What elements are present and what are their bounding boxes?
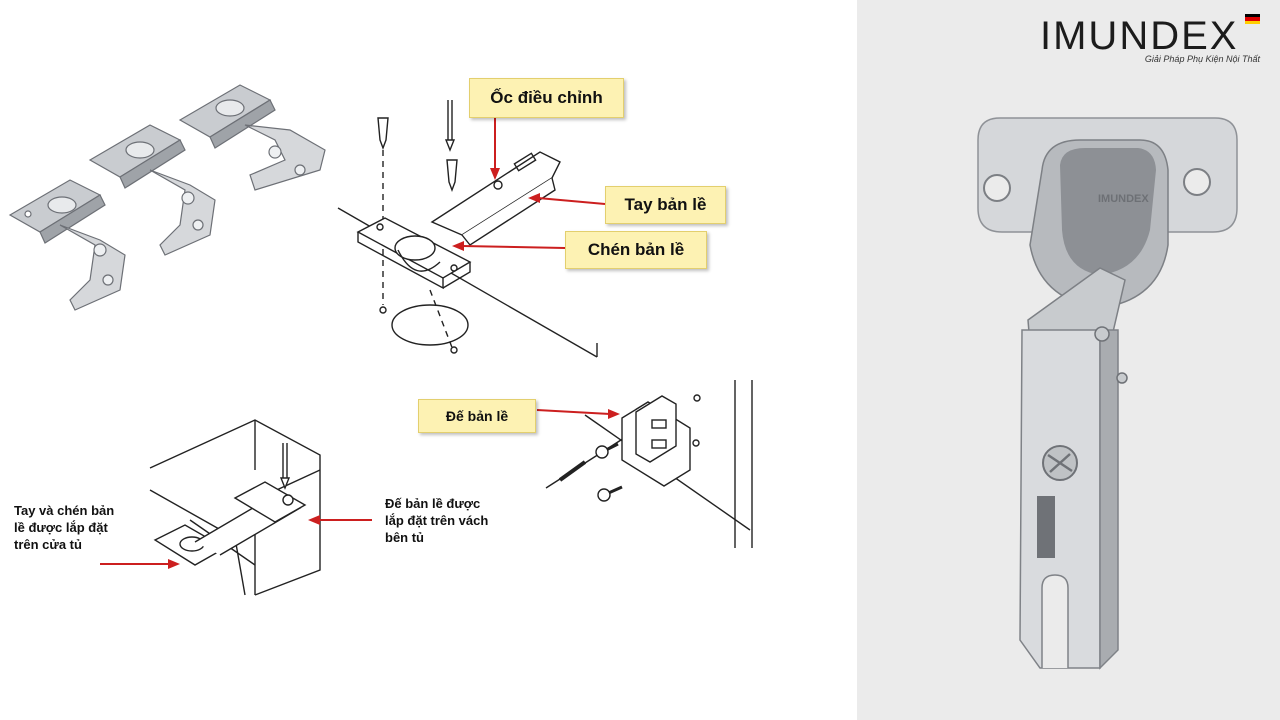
- label-hinge-base: Đế bản lề: [418, 399, 536, 433]
- label-base-installed: Đế bản lề được lắp đặt trên vách bên tủ: [385, 495, 488, 546]
- pointer-arrows: [100, 115, 620, 569]
- label-arm-cup-line-3: trên cửa tủ: [14, 537, 82, 552]
- label-arm-cup-installed: Tay và chén bản lề được lắp đặt trên cửa…: [14, 502, 114, 553]
- brand-logo: IMUNDEX Giải Pháp Phụ Kiện Nội Thất: [1040, 14, 1266, 66]
- label-hinge-cup: Chén bản lề: [565, 231, 707, 269]
- label-base-line-2: lắp đặt trên vách: [385, 513, 489, 528]
- hinge-stamp: IMUNDEX: [1098, 193, 1149, 205]
- diagram-panel: [0, 0, 857, 720]
- label-arm-cup-line-1: Tay và chén bản: [14, 503, 115, 518]
- assembled-hinge-drawing: [149, 419, 321, 596]
- label-adjust-screw: Ốc điều chỉnh: [469, 78, 624, 118]
- germany-flag-icon: [1245, 14, 1260, 24]
- base-plate-drawing: [545, 380, 753, 548]
- hinge-product-photo: IMUNDEX: [977, 117, 1238, 670]
- exploded-hinge-drawing: [337, 100, 598, 358]
- brand-name: IMUNDEX: [1040, 14, 1239, 58]
- label-base-line-3: bên tủ: [385, 530, 424, 545]
- hinge-set-photo: [8, 84, 326, 311]
- brand-tagline: Giải Pháp Phụ Kiện Nội Thất: [1144, 54, 1260, 64]
- label-base-line-1: Đế bản lề được: [385, 496, 481, 511]
- label-arm-cup-line-2: lề được lắp đặt: [14, 520, 108, 535]
- label-hinge-arm: Tay bản lề: [605, 186, 726, 224]
